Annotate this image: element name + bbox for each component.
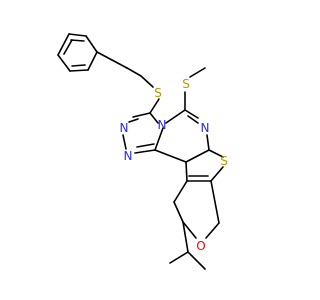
nitrogen-atom-label: N <box>158 118 167 132</box>
bond <box>182 221 189 253</box>
bond <box>210 180 220 224</box>
sulfur-atom-label: S <box>154 86 162 100</box>
bond <box>134 149 156 154</box>
bond <box>182 221 197 239</box>
bond <box>187 251 206 270</box>
bond <box>70 39 85 42</box>
bond <box>189 67 206 78</box>
bond <box>184 109 199 119</box>
bond <box>71 64 86 67</box>
bond <box>208 149 224 158</box>
bond <box>154 127 164 151</box>
bond <box>126 67 142 77</box>
bond <box>63 39 73 55</box>
bond <box>132 112 151 118</box>
bond <box>140 75 154 88</box>
bond <box>205 222 220 239</box>
nitrogen-atom-label: N <box>120 121 129 135</box>
bond <box>68 33 87 37</box>
bond <box>210 166 224 182</box>
chemical-structure-diagram: S S N N N N S O <box>57 33 228 270</box>
bond <box>169 251 189 264</box>
bond <box>165 109 186 124</box>
bond <box>149 112 159 124</box>
bond <box>111 59 128 69</box>
atom-labels: S S N N N N S O <box>120 77 228 253</box>
bond <box>206 134 210 151</box>
bonds <box>57 33 224 270</box>
bond <box>87 51 98 71</box>
bond <box>185 149 210 163</box>
bond <box>57 33 70 56</box>
bond <box>96 51 113 61</box>
bond <box>136 143 155 148</box>
bond <box>85 35 98 53</box>
bond <box>122 134 127 150</box>
bond <box>187 115 199 124</box>
sulfur-atom-label: S <box>220 154 228 168</box>
sulfur-atom-label: S <box>182 77 190 91</box>
nitrogen-atom-label: N <box>124 149 133 163</box>
nitrogen-atom-label: N <box>201 121 210 135</box>
bond <box>57 54 71 72</box>
bond <box>128 118 139 123</box>
bond <box>69 69 89 72</box>
bond <box>149 98 160 114</box>
bond <box>185 161 188 182</box>
bond <box>173 201 184 223</box>
bond <box>173 180 188 203</box>
oxygen-atom-label: O <box>196 239 205 253</box>
bond <box>154 149 187 163</box>
